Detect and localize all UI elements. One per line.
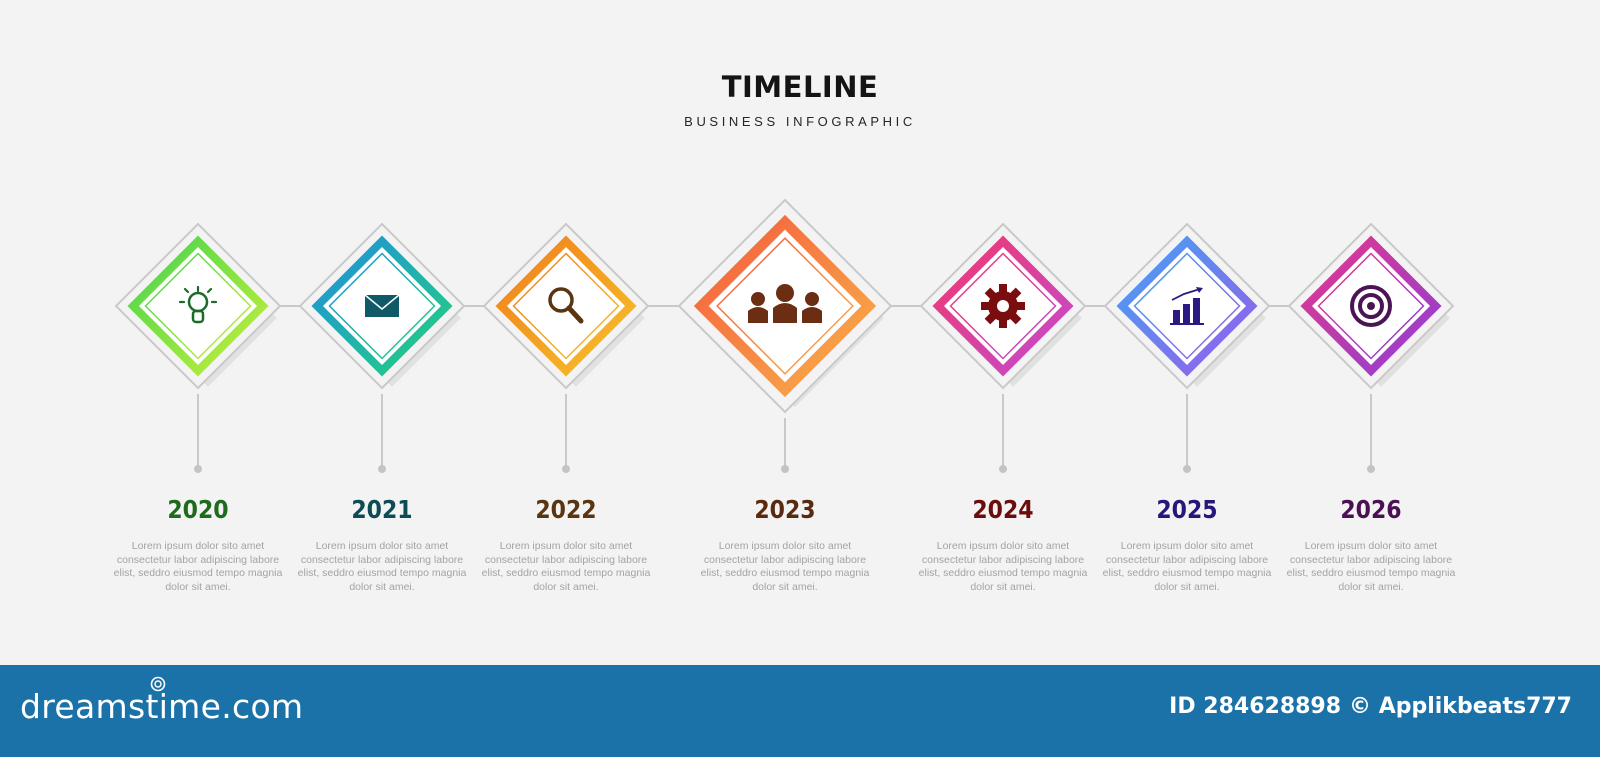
stem-dot [194,465,202,473]
stem-dot [781,465,789,473]
bar-chart-icon [1170,287,1204,325]
stem-dot [378,465,386,473]
timeline-step [298,222,466,473]
image-id: ID 284628898 [1169,694,1342,719]
year-description: Lorem ipsum dolor sito amet consectetur … [297,540,467,593]
image-credit: ID 284628898 © Applikbeats777 [1161,694,1572,719]
stem-dot [999,465,1007,473]
page-title: TIMELINE [721,70,879,104]
people-icon [748,284,822,323]
diamond-inner-line [1133,252,1241,360]
year-label: 2026 [1340,495,1402,524]
stem-dot [562,465,570,473]
year-description: Lorem ipsum dolor sito amet consectetur … [113,540,283,593]
timeline-step [1103,222,1271,473]
year-label: 2024 [972,495,1034,524]
year-label: 2020 [167,495,229,524]
gear-icon [981,284,1025,328]
year-description: Lorem ipsum dolor sito amet consectetur … [481,540,651,593]
page-subtitle: BUSINESS INFOGRAPHIC [684,114,916,129]
year-description: Lorem ipsum dolor sito amet consectetur … [1286,540,1456,593]
year-description: Lorem ipsum dolor sito amet consectetur … [918,540,1088,593]
diamond-face [506,246,626,366]
year-description: Lorem ipsum dolor sito amet consectetur … [700,540,870,593]
magnifier-icon [548,287,584,324]
diamond-inner-line [716,237,854,375]
year-description: Lorem ipsum dolor sito amet consectetur … [1102,540,1272,593]
year-label: 2025 [1156,495,1218,524]
timeline-step [919,222,1087,473]
image-author: © Applikbeats777 [1349,694,1572,719]
diamond-inner-line [328,252,436,360]
brand-logo[interactable]: dreamstime.com [20,687,304,726]
diamond-inner-line [1317,252,1425,360]
timeline-step [114,222,282,473]
timeline-step [482,222,650,473]
year-label: 2021 [351,495,413,524]
year-label: 2022 [535,495,597,524]
diamond-inner-line [949,252,1057,360]
diamond-inner-line [144,252,252,360]
timeline-step [677,198,893,473]
diamond-inner-line [512,252,620,360]
swirl-icon [150,676,166,692]
envelope-icon [364,294,400,317]
timeline-diagram [114,198,1455,473]
lightbulb-icon [178,285,218,324]
year-label: 2023 [754,495,816,524]
diamond-face [138,246,258,366]
stem-dot [1183,465,1191,473]
target-icon [1350,285,1392,327]
footer-bar: dreamstime.com ID 284628898 © Applikbeats… [0,665,1600,757]
timeline-step [1287,222,1455,473]
stem-dot [1367,465,1375,473]
